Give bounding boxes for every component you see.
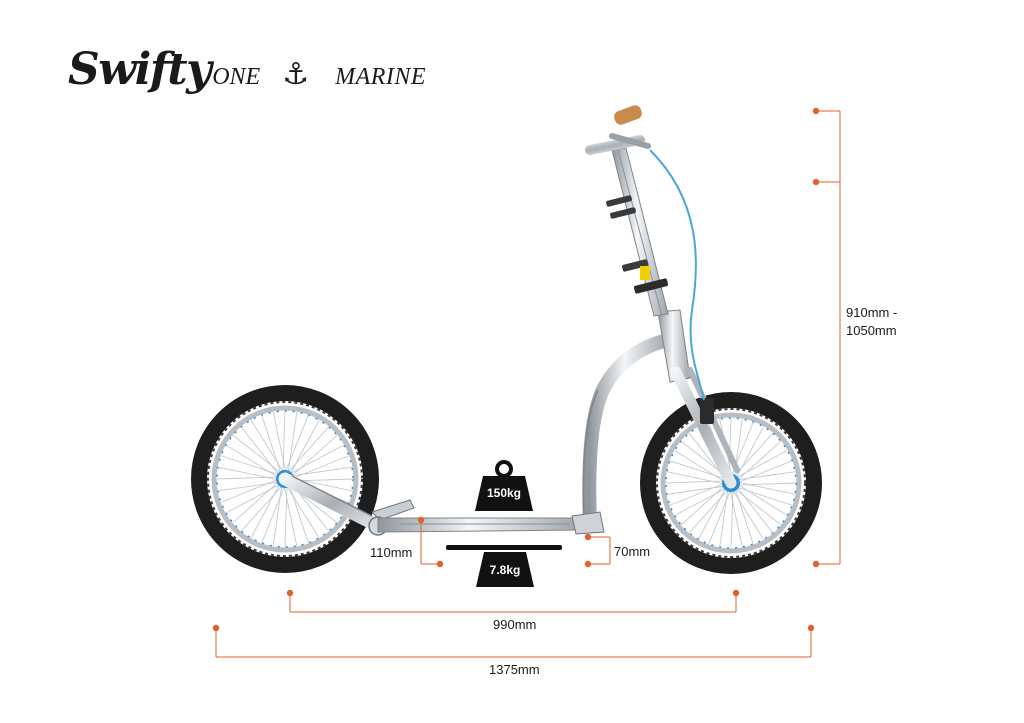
brand-name: Swifty <box>68 44 212 95</box>
rear-clearance-label: 110mm <box>370 545 413 560</box>
spoke <box>669 460 727 480</box>
spoke <box>288 444 345 475</box>
brand-edition: MARINE <box>335 64 427 90</box>
spoke <box>225 483 282 514</box>
spoke <box>287 411 298 474</box>
spoke <box>217 466 280 481</box>
spoke <box>261 484 286 544</box>
brake-cable <box>649 149 705 401</box>
spoke <box>669 482 726 506</box>
spoke <box>232 480 280 524</box>
dimension-dots <box>212 107 820 632</box>
spoke <box>730 488 734 549</box>
rear-tire <box>191 385 379 573</box>
spoke <box>735 426 764 480</box>
spoke <box>736 460 793 484</box>
max-load-label: 150kg <box>486 486 522 500</box>
spoke <box>261 414 282 475</box>
spoke <box>729 488 743 548</box>
scooter-frame <box>278 105 740 536</box>
spoke <box>240 426 281 477</box>
brand-model: ONE <box>212 64 261 90</box>
spoke <box>217 481 280 492</box>
spoke <box>688 488 730 534</box>
spoke <box>665 480 726 484</box>
wheelbase-label: 990mm <box>493 617 537 632</box>
spoke <box>286 426 330 474</box>
spoke <box>734 487 754 545</box>
spoke <box>232 434 283 475</box>
rear-tire-tread <box>207 401 363 557</box>
spoke <box>735 485 774 534</box>
weight-icon <box>475 460 533 511</box>
spoke <box>674 450 726 483</box>
front-clearance-label: 70mm <box>614 544 651 559</box>
spoke <box>272 411 287 474</box>
spoke <box>283 484 298 547</box>
anchor-icon: ⚓ <box>282 57 310 92</box>
spoke <box>290 466 353 477</box>
spoke <box>680 484 726 526</box>
spoke <box>284 484 288 548</box>
spoke <box>240 484 284 532</box>
height-label-line1: 910mm - <box>846 305 898 320</box>
rear-wheel <box>191 385 379 573</box>
total-length-label: 1375mm <box>489 662 540 677</box>
grip <box>614 105 642 125</box>
spoke <box>719 488 729 548</box>
spoke <box>220 455 281 476</box>
spoke <box>736 471 796 481</box>
spoke <box>698 486 727 540</box>
front-rim <box>660 412 802 554</box>
own-weight-label: 7.8kg <box>489 563 521 577</box>
spoke <box>708 488 732 545</box>
brand-logo: Swifty ONE ⚓ MARINE <box>68 44 426 100</box>
spoke <box>225 444 280 479</box>
spoke <box>285 484 320 539</box>
spoke <box>734 450 788 479</box>
front-brake-caliper <box>700 398 714 424</box>
rear-rim <box>211 405 359 553</box>
front-tire-tread <box>656 408 806 558</box>
spoke <box>736 483 788 516</box>
front-wheel <box>640 392 822 574</box>
height-label-line2: 1050mm <box>846 323 897 338</box>
height-label: 910mm - 1050mm <box>846 304 897 340</box>
spoke <box>282 410 286 474</box>
spoke <box>736 482 797 486</box>
spoke <box>736 440 782 482</box>
spoke <box>674 487 728 516</box>
spoke <box>731 488 764 540</box>
spoke <box>284 414 309 474</box>
spoke <box>216 476 280 480</box>
dimension-lines <box>215 110 841 658</box>
spoke <box>288 483 309 544</box>
spoke <box>290 455 350 480</box>
spoke <box>666 471 726 485</box>
spoke <box>666 485 726 495</box>
spoke <box>250 419 285 474</box>
spoke <box>289 419 320 476</box>
spoke <box>272 484 283 547</box>
spoke <box>735 486 793 506</box>
spoke <box>290 434 338 478</box>
spoke <box>736 481 796 495</box>
scale-icon <box>446 545 562 587</box>
spoke <box>250 482 281 539</box>
spoke <box>220 478 280 503</box>
front-tire <box>640 392 822 574</box>
spoke <box>733 487 782 526</box>
